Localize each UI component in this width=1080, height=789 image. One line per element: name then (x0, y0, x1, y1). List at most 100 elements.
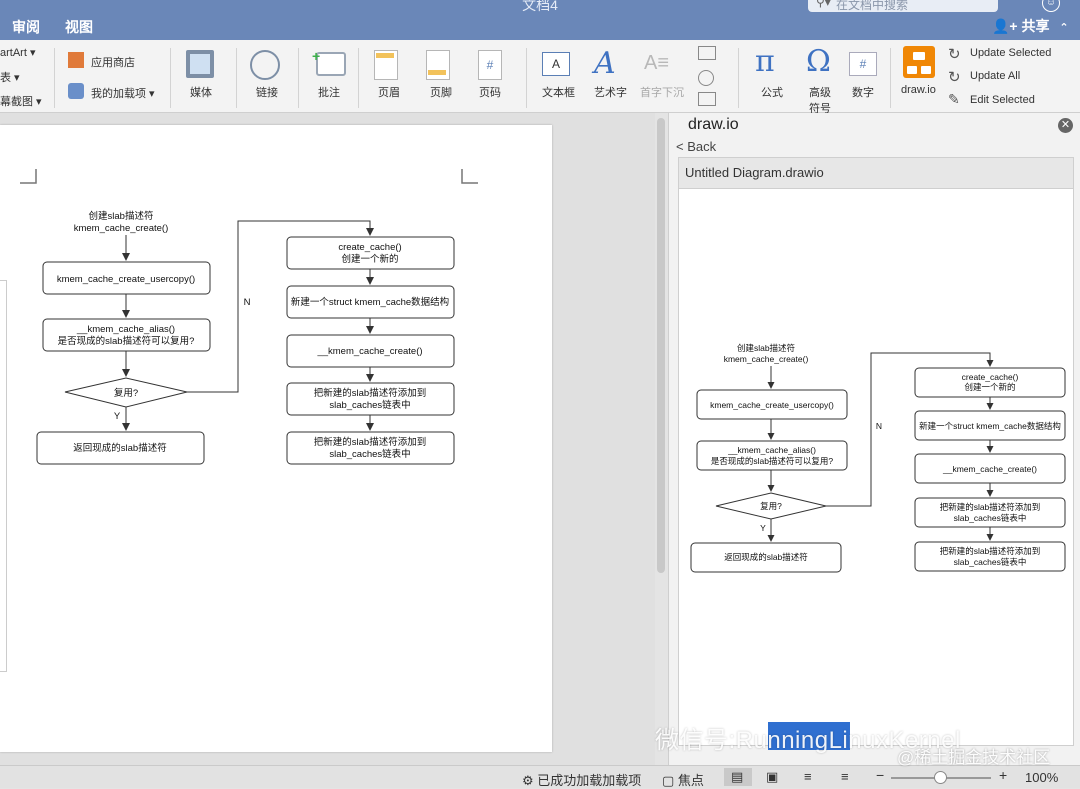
diagram-name-header[interactable]: Untitled Diagram.drawio (678, 157, 1074, 189)
ribbon-divider (358, 48, 359, 108)
doc-add-list-box-2 (286, 431, 455, 465)
print-layout-icon: ▤ (731, 769, 744, 784)
doc-decision-label: 复用? (114, 387, 138, 399)
doc-start-line1: 创建slab描述符 (89, 210, 154, 222)
ribbon-divider (526, 48, 527, 108)
pv-usercopy-box (696, 389, 848, 420)
doc-add-list-1-line1: 把新建的slab描述符添加到 (314, 387, 426, 399)
app-store-button[interactable]: 应用商店 (91, 57, 135, 69)
focus-icon: ▢ (662, 773, 675, 788)
date-time-icon[interactable] (698, 46, 716, 60)
dropcap-icon: A≡ (644, 52, 670, 74)
my-addins-icon (68, 83, 84, 99)
back-link[interactable]: < Back (676, 139, 717, 154)
update-all-button[interactable]: Update All (970, 70, 1021, 82)
focus-button[interactable]: ▢ 焦点 (662, 773, 704, 788)
dropcap-button[interactable]: 首字下沉 (640, 87, 684, 99)
number-button[interactable]: 数字 (852, 87, 874, 99)
tab-review[interactable]: 审阅 (12, 19, 40, 35)
pv-return-box (690, 542, 842, 573)
page-number-icon: # (478, 50, 502, 80)
update-icon: ↻ (948, 46, 961, 63)
object-icon[interactable] (698, 92, 716, 106)
web-layout-icon[interactable]: ▣ (766, 769, 779, 784)
update-selected-button[interactable]: Update Selected (970, 47, 1052, 59)
pv-start-line2: kmem_cache_create() (724, 354, 809, 364)
window-title: 文档4 (522, 0, 558, 13)
chevron-up-icon: ⌃ (1059, 22, 1069, 34)
my-addins-button[interactable]: 我的加载项 ▾ (91, 88, 155, 100)
share-label: 共享 (1021, 18, 1050, 34)
comment-icon (316, 52, 346, 76)
document-flowchart: 创建slab描述符 kmem_cache_create() kmem_cache… (20, 169, 478, 465)
zoom-out-icon[interactable]: − (876, 767, 885, 783)
doc-usercopy-label: kmem_cache_create_usercopy() (57, 274, 195, 285)
close-icon[interactable]: ✕ (1058, 118, 1073, 133)
number-icon: # (849, 52, 877, 76)
pv-usercopy-label: kmem_cache_create_usercopy() (710, 400, 834, 410)
footer-icon (426, 50, 450, 80)
text-selection-highlight (768, 722, 850, 750)
footer-button[interactable]: 页脚 (430, 87, 452, 99)
puzzle-icon: ⚙ (522, 773, 534, 788)
link-icon (250, 50, 280, 80)
header-band-icon (376, 53, 394, 58)
ribbon-divider (236, 48, 237, 108)
clock-icon[interactable] (698, 70, 714, 86)
link-button[interactable]: 链接 (256, 87, 278, 99)
pv-add-list-1-line2: slab_caches链表中 (954, 513, 1027, 523)
vertical-scrollbar[interactable] (657, 118, 665, 573)
doc-create-cache-label-2: 创建一个新的 (341, 253, 398, 265)
zoom-slider-thumb[interactable] (934, 771, 947, 784)
screenshot-button[interactable]: 幕截图 ▾ (0, 96, 42, 108)
plus-icon: + (312, 48, 321, 64)
pv-add-list-1-line1: 把新建的slab描述符添加到 (940, 502, 1041, 512)
diagram-name: Untitled Diagram.drawio (685, 165, 824, 180)
pv-add-list-2-line2: slab_caches链表中 (954, 557, 1027, 567)
outline-view-icon[interactable]: ≡ (804, 769, 812, 784)
pv-add-list-2-line1: 把新建的slab描述符添加到 (940, 546, 1041, 556)
pv-new-struct-label: 新建一个struct kmem_cache数据结构 (919, 421, 1061, 431)
ribbon-divider (298, 48, 299, 108)
ribbon-divider (890, 48, 891, 108)
print-layout-view-button[interactable] (724, 768, 752, 786)
footer-band-icon (428, 70, 446, 75)
tab-view[interactable]: 视图 (65, 19, 93, 35)
doc-return-box (36, 431, 205, 465)
smartart-button[interactable]: artArt ▾ (0, 47, 36, 59)
textbox-icon: A (542, 52, 570, 76)
pv-add-list-box-2 (914, 541, 1066, 572)
status-bar (0, 765, 1080, 788)
drawio-button[interactable]: draw.io (901, 84, 936, 96)
pv-alias-label-1: __kmem_cache_alias() (727, 445, 816, 455)
film-frame-icon (190, 54, 210, 74)
doc-start-line2: kmem_cache_create() (74, 223, 169, 234)
zoom-in-icon[interactable]: + (999, 767, 1008, 783)
equation-button[interactable]: 公式 (761, 87, 783, 99)
advanced-symbol-button[interactable]: 高级符号 (809, 87, 831, 115)
edit-icon: ✎ (948, 91, 960, 107)
header-button[interactable]: 页眉 (378, 87, 400, 99)
doc-return-label: 返回现成的slab描述符 (73, 442, 166, 454)
media-button[interactable]: 媒体 (190, 87, 212, 99)
doc-new-struct-label: 新建一个struct kmem_cache数据结构 (291, 296, 449, 308)
comment-button[interactable]: 批注 (318, 87, 340, 99)
page-corner-marks (20, 169, 478, 184)
draft-view-icon[interactable]: ≡ (841, 769, 849, 784)
pv-internal-create-label: __kmem_cache_create() (942, 464, 1037, 474)
zoom-level: 100% (1025, 770, 1059, 785)
update-all-icon: ↻ (948, 69, 961, 86)
textbox-button[interactable]: 文本框 (542, 87, 575, 99)
share-button[interactable]: 👤+ 共享 ⌃ (992, 16, 1069, 36)
drawio-node-icon (913, 52, 925, 60)
table-button[interactable]: 表 ▾ (0, 72, 20, 84)
search-icon: ⚲▾ (816, 0, 831, 9)
page-number-button[interactable]: 页码 (479, 87, 501, 99)
search-placeholder: 在文档中搜索 (836, 0, 909, 12)
wordart-button[interactable]: 艺术字 (594, 87, 627, 99)
ribbon-divider (170, 48, 171, 108)
search-input[interactable]: ⚲▾ 在文档中搜索 (808, 0, 998, 12)
drawio-node-icon (907, 66, 917, 74)
edit-selected-button[interactable]: Edit Selected (970, 94, 1035, 106)
add-person-icon: 👤+ (992, 18, 1018, 34)
